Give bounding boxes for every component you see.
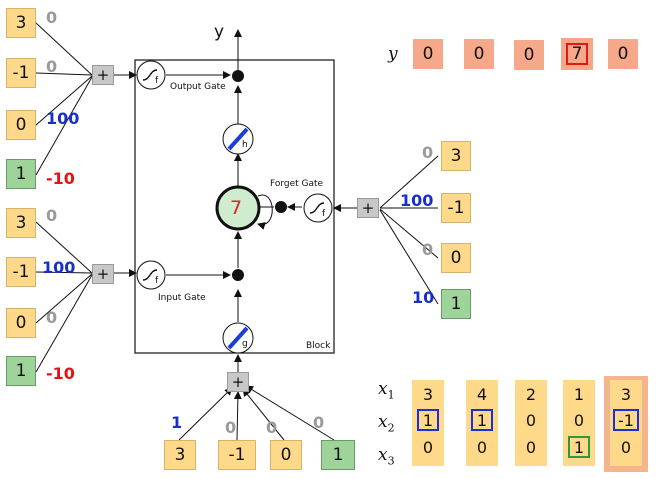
output-gate-sum: + xyxy=(92,65,114,85)
input-gate-label: Input Gate xyxy=(158,293,206,303)
block-input-sum: + xyxy=(227,372,249,392)
block-input-bias-input: 1 xyxy=(321,440,355,470)
output-gate-weight: 0 xyxy=(46,8,58,27)
x-cell: 3 xyxy=(620,384,632,404)
cell-value: 7 xyxy=(230,197,243,219)
block-input-weight: 0 xyxy=(266,418,278,437)
output-multiply-dot xyxy=(232,70,244,82)
x-column-selected: 3 -1 0 xyxy=(610,380,642,466)
forget-gate-input: -1 xyxy=(441,193,471,223)
input-gate-f-label: f xyxy=(155,276,159,286)
x-cell: 0 xyxy=(476,437,488,457)
block-input-input: 0 xyxy=(270,440,302,470)
x-column: 1 0 1 xyxy=(563,380,595,466)
h-label: h xyxy=(242,140,248,150)
x-cell-highlighted: 1 xyxy=(417,409,439,431)
block-input-input: -1 xyxy=(218,440,256,470)
input-gate-sigmoid-icon xyxy=(136,260,166,290)
x-cell-highlighted: 1 xyxy=(471,409,493,431)
forget-gate-input: 3 xyxy=(441,141,471,171)
forget-gate-sigmoid-icon xyxy=(303,193,333,223)
h-activation-icon xyxy=(222,123,254,155)
block-label: Block xyxy=(306,341,331,351)
x-cell: 1 xyxy=(573,384,585,404)
x-cell: 3 xyxy=(422,384,434,404)
input-gate-bias-input: 1 xyxy=(6,356,36,386)
output-value: 0 xyxy=(413,39,443,69)
forget-gate-f-label: f xyxy=(322,209,326,219)
x-cell: 2 xyxy=(525,384,537,404)
memory-cell xyxy=(215,185,261,231)
forget-gate-weight: 10 xyxy=(412,288,435,307)
output-sequence-label: y xyxy=(388,44,398,64)
input-gate-input: 3 xyxy=(6,208,36,238)
output-gate-input: 0 xyxy=(6,110,36,140)
output-value: 0 xyxy=(608,39,638,69)
forget-gate-weight: 100 xyxy=(400,191,434,210)
x-row-label-3: x3 xyxy=(378,445,395,468)
x-column: 2 0 0 xyxy=(515,380,547,466)
block-input-weight: 0 xyxy=(313,413,325,432)
output-gate-weight: 0 xyxy=(46,57,58,76)
input-gate-weight: 0 xyxy=(46,206,58,225)
output-arrow-label: y xyxy=(214,22,225,42)
x-cell: 0 xyxy=(422,437,434,457)
input-gate-weight: 0 xyxy=(46,308,58,327)
forget-gate-bias-input: 1 xyxy=(441,289,471,319)
input-gate-input: 0 xyxy=(6,308,36,338)
output-gate-f-label: f xyxy=(155,76,159,86)
forget-gate-weight: 0 xyxy=(422,143,434,162)
x-cell: 0 xyxy=(525,437,537,457)
x-cell: 0 xyxy=(620,437,632,457)
g-activation-icon xyxy=(222,322,254,354)
output-value: 0 xyxy=(464,39,494,69)
forget-gate-sum: + xyxy=(357,198,379,218)
input-gate-input: -1 xyxy=(6,257,36,287)
x-cell: 0 xyxy=(525,410,537,430)
block-input-input: 3 xyxy=(164,440,196,470)
output-gate-input: 3 xyxy=(6,8,36,38)
output-value-highlighted: 7 xyxy=(561,38,593,70)
output-gate-weight: 100 xyxy=(46,109,80,128)
output-gate-bias-input: 1 xyxy=(6,159,36,189)
x-column: 4 1 0 xyxy=(466,380,498,466)
output-gate-sigmoid-icon xyxy=(136,60,166,90)
x-row-label-1: x1 xyxy=(378,379,395,402)
input-gate-sum: + xyxy=(92,264,114,284)
forget-gate-input: 0 xyxy=(441,243,471,273)
x-row-label-2: x2 xyxy=(378,412,395,435)
output-gate-weight: -10 xyxy=(46,169,75,188)
output-value: 0 xyxy=(514,40,544,70)
input-gate-weight: 100 xyxy=(42,258,76,277)
x-cell-highlighted: 1 xyxy=(568,436,590,458)
x-cell: 0 xyxy=(573,410,585,430)
forget-gate-weight: 0 xyxy=(422,240,434,259)
x-cell-highlighted: -1 xyxy=(613,409,639,431)
input-multiply-dot xyxy=(232,269,244,281)
g-label: g xyxy=(242,339,248,349)
block-input-weight: 1 xyxy=(171,413,183,432)
block-input-weight: 0 xyxy=(225,418,237,437)
output-value-highlight-box: 7 xyxy=(566,43,588,65)
output-gate-label: Output Gate xyxy=(170,82,226,92)
output-gate-input: -1 xyxy=(6,58,36,88)
input-gate-weight: -10 xyxy=(46,364,75,383)
forget-gate-label: Forget Gate xyxy=(270,179,324,189)
x-column: 3 1 0 xyxy=(412,380,444,466)
forget-multiply-dot xyxy=(275,201,287,213)
x-cell: 4 xyxy=(476,384,488,404)
